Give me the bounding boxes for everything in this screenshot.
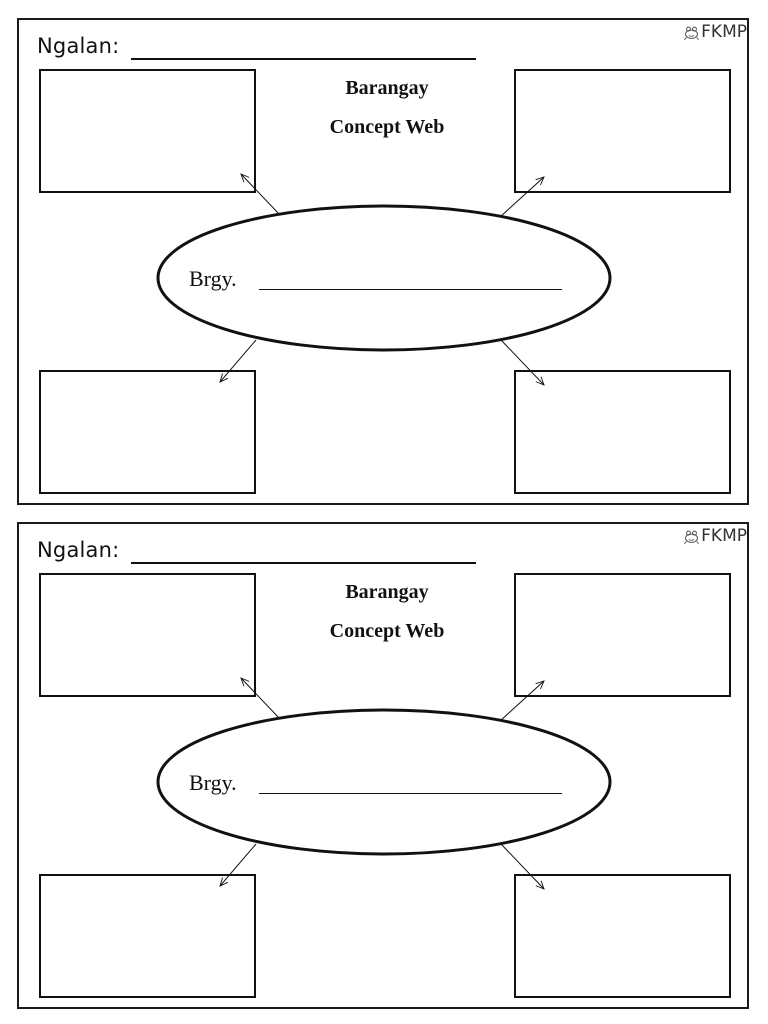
name-label: Ngalan: (37, 34, 120, 58)
barangay-label: Brgy. (189, 770, 237, 795)
arrow-to-top-right (499, 177, 544, 218)
title-line-2: Concept Web (329, 116, 445, 138)
brand-text: FKMP (701, 22, 747, 42)
worksheet-copy-2: Ngalan: FKMP Barangay Concept Web Brgy. (17, 522, 749, 1009)
answer-box-top-left[interactable] (39, 573, 256, 697)
brand-text: FKMP (701, 526, 747, 546)
frog-logo-icon (684, 26, 700, 40)
answer-box-bottom-left[interactable] (39, 370, 256, 494)
title-line-1: Barangay (345, 77, 429, 99)
brand-mark: FKMP (683, 22, 747, 42)
answer-box-top-left[interactable] (39, 69, 256, 193)
title-line-1: Barangay (345, 581, 429, 603)
answer-box-bottom-right[interactable] (514, 370, 731, 494)
answer-box-top-right[interactable] (514, 69, 731, 193)
arrow-to-bottom-right (500, 843, 544, 889)
arrow-to-bottom-left (220, 843, 257, 886)
barangay-blank-line[interactable] (259, 289, 562, 290)
arrow-to-top-left (241, 678, 281, 720)
arrow-to-top-right (499, 681, 544, 722)
name-label: Ngalan: (37, 538, 120, 562)
center-ellipse (156, 708, 612, 856)
frog-logo-icon (684, 530, 700, 544)
arrow-to-bottom-left (220, 339, 257, 382)
barangay-label: Brgy. (189, 266, 237, 291)
barangay-blank-line[interactable] (259, 793, 562, 794)
answer-box-bottom-right[interactable] (514, 874, 731, 998)
concept-web-diagram (156, 20, 612, 503)
center-ellipse (156, 204, 612, 352)
brand-mark: FKMP (683, 526, 747, 546)
title-line-2: Concept Web (329, 620, 445, 642)
arrow-to-top-left (241, 174, 281, 216)
answer-box-bottom-left[interactable] (39, 874, 256, 998)
answer-box-top-right[interactable] (514, 573, 731, 697)
worksheet-copy-1: Ngalan: FKMP Barangay Concept Web Brgy. (17, 18, 749, 505)
name-blank-line[interactable] (131, 58, 476, 60)
concept-web-diagram (156, 524, 612, 1007)
name-blank-line[interactable] (131, 562, 476, 564)
arrow-to-bottom-right (500, 339, 544, 385)
